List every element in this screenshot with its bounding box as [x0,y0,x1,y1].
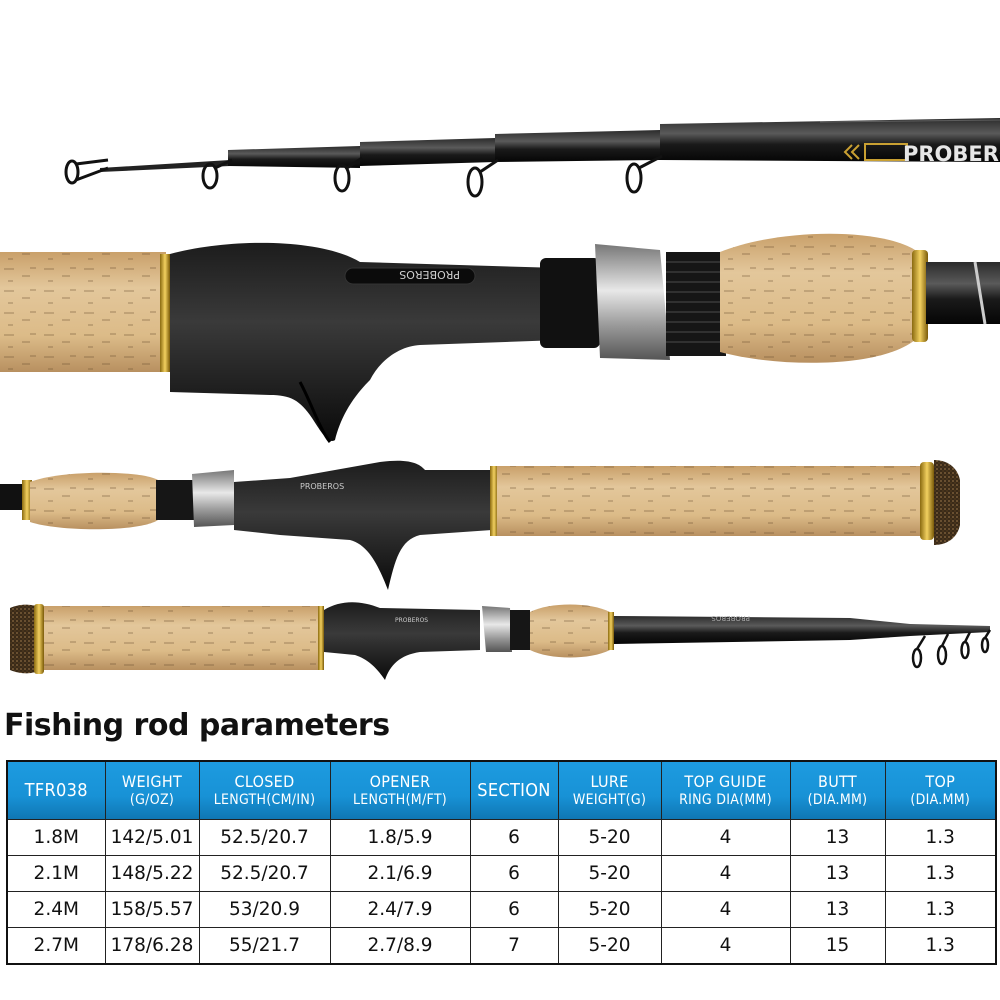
cell-model: 2.1M [6,855,106,892]
cell-butt: 13 [789,891,886,928]
cell-opener-length: 2.4/7.9 [329,891,471,928]
cell-section: 6 [469,819,559,856]
header-model: TFR038 [6,760,106,820]
header-sublabel: RING DIA(MM) [679,791,772,808]
cell-closed-length: 52.5/20.7 [198,819,331,856]
cell-lure-weight: 5-20 [557,855,662,892]
cell-closed-length: 53/20.9 [198,891,331,928]
header-label: TOP GUIDE [684,771,767,791]
handle-logo-text: PROBEROS [300,482,344,491]
cell-top: 1.3 [884,891,997,928]
reel-seat-closeup-image: PROBEROS [0,233,1000,443]
cell-butt: 13 [789,819,886,856]
collapsed-guides [911,629,992,669]
header-sublabel: (DIA.MM) [807,791,868,808]
header-section: SECTION [469,760,559,820]
cell-model: 1.8M [6,819,106,856]
brand-logo-text: PROBEROS [903,142,1000,166]
cell-opener-length: 2.1/6.9 [329,855,471,892]
header-sublabel: (DIA.MM) [910,791,971,808]
header-sublabel: LENGTH(M/FT) [352,791,448,808]
cell-top-guide: 4 [660,819,791,856]
cell-lure-weight: 5-20 [557,819,662,856]
header-label: LURE [590,771,629,791]
cell-model: 2.4M [6,891,106,928]
cell-butt: 13 [789,855,886,892]
cell-weight: 158/5.57 [104,891,200,928]
cell-butt: 15 [789,927,886,965]
header-top: TOP(DIA.MM) [884,760,997,820]
cell-section: 7 [469,927,559,965]
header-sublabel: WEIGHT(G) [572,791,647,808]
brand-logo: PROBEROS [843,142,1000,166]
cell-top-guide: 4 [660,927,791,965]
cell-top-guide: 4 [660,855,791,892]
header-label: TFR038 [24,780,88,801]
section-title: Fishing rod parameters [4,708,390,743]
cell-top: 1.3 [884,855,997,892]
header-weight: WEIGHT(G/OZ) [104,760,200,820]
cell-top: 1.3 [884,819,997,856]
cell-model: 2.7M [6,927,106,965]
cell-lure-weight: 5-20 [557,891,662,928]
cell-opener-length: 2.7/8.9 [329,927,471,965]
header-label: OPENER [369,771,431,791]
product-illustrations: PROBEROS PROBEROS PROBEROS [0,118,1000,680]
cell-weight: 148/5.22 [104,855,200,892]
rod-guide-icon [64,154,663,198]
table-row: 2.1M 148/5.22 52.5/20.7 2.1/6.9 6 5-20 4… [6,855,997,892]
header-label: WEIGHT [121,771,183,791]
table-row: 2.4M 158/5.57 53/20.9 2.4/7.9 6 5-20 4 1… [6,891,997,928]
handle-side-image: PROBEROS [0,460,960,590]
cell-opener-length: 1.8/5.9 [329,819,471,856]
cell-top: 1.3 [884,927,997,965]
cell-closed-length: 55/21.7 [198,927,331,965]
header-label: CLOSED [234,771,295,791]
table-row: 1.8M 142/5.01 52.5/20.7 1.8/5.9 6 5-20 4… [6,819,997,856]
table-row: 2.7M 178/6.28 55/21.7 2.7/8.9 7 5-20 4 1… [6,927,997,965]
header-label: BUTT [818,771,857,791]
telescopic-tip-image: PROBEROS [64,118,1000,198]
header-label: TOP [925,771,956,791]
seat-logo-text: PROBEROS [399,268,460,281]
collapsed-rod-image: PROBEROS PROBEROS [10,602,992,680]
header-label: SECTION [477,780,551,801]
cell-weight: 142/5.01 [104,819,200,856]
header-butt: BUTT(DIA.MM) [789,760,886,820]
cell-lure-weight: 5-20 [557,927,662,965]
cell-weight: 178/6.28 [104,927,200,965]
cell-section: 6 [469,891,559,928]
cell-section: 6 [469,855,559,892]
cell-closed-length: 52.5/20.7 [198,855,331,892]
header-sublabel: (G/OZ) [129,791,175,808]
header-sublabel: LENGTH(CM/IN) [213,791,316,808]
collapsed-logo-text: PROBEROS [395,617,428,624]
collapsed-tip-logo-text: PROBEROS [711,614,750,622]
cell-top-guide: 4 [660,891,791,928]
